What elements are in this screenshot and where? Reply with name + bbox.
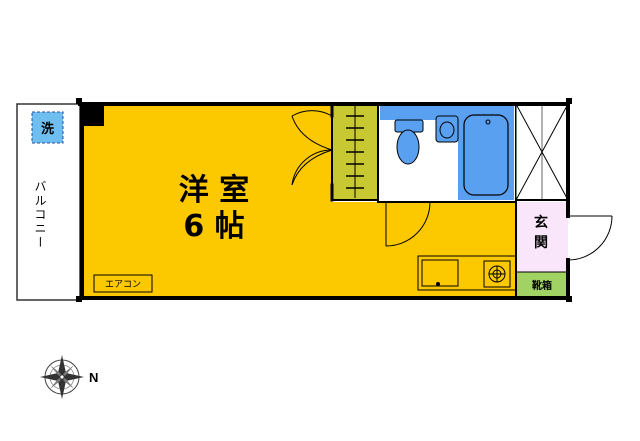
entrance-label-1: 玄 <box>534 214 548 231</box>
wall-end-left <box>76 98 82 104</box>
closet-hangers <box>346 115 364 189</box>
balcony-label: バルコニー <box>33 180 47 250</box>
corner-column <box>82 104 104 126</box>
shoe-box-label: 靴箱 <box>532 279 552 292</box>
compass-icon <box>40 355 84 399</box>
kitchen-sink <box>421 259 459 287</box>
wall-end-right <box>566 98 572 104</box>
toilet-icon <box>394 119 424 165</box>
bathtub-drain <box>485 119 491 125</box>
room-label-line2: 6 帖 <box>183 209 244 244</box>
washer-spot <box>31 111 64 144</box>
entrance-label-2: 関 <box>534 235 548 251</box>
aircon-box <box>93 274 153 293</box>
western-room <box>82 104 332 298</box>
bathroom-door-swing <box>385 201 431 247</box>
aircon-label: エアコン <box>105 280 141 290</box>
compass-north-label: N <box>89 370 98 385</box>
shoe-box <box>515 271 569 299</box>
entrance <box>516 202 568 272</box>
wall-end-left-bottom <box>76 296 82 302</box>
washbasin-icon <box>435 115 459 143</box>
washer-label: 洗 <box>41 121 54 137</box>
stove-icon <box>483 260 511 288</box>
room-label-line1: 洋 室 <box>179 173 249 208</box>
bathtub <box>463 114 509 196</box>
sink-drain <box>436 282 440 286</box>
closet-door-swing <box>291 110 333 186</box>
wall-end-right-bottom <box>566 296 572 302</box>
entrance-door-swing <box>567 215 613 261</box>
walls <box>78 102 570 300</box>
